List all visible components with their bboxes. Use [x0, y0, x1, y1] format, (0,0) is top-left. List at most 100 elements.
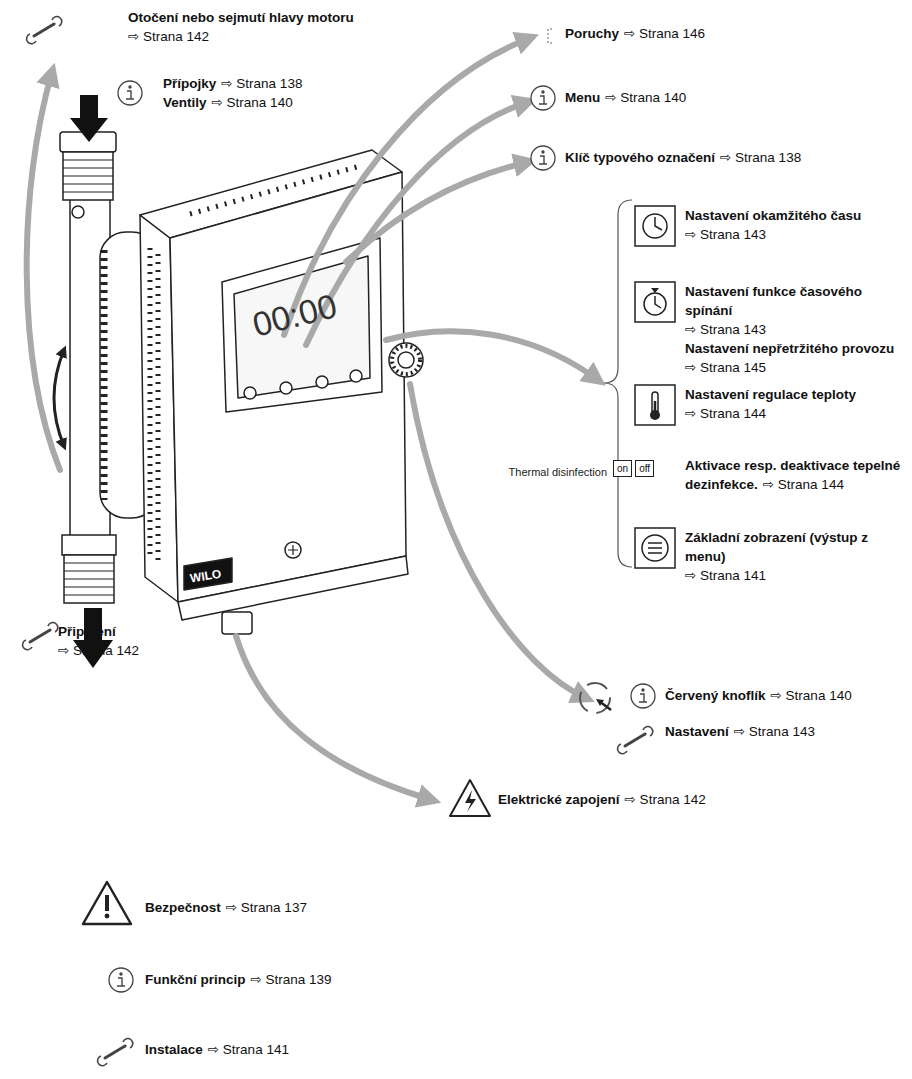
info-icon: [531, 86, 555, 110]
callout-text: WILO: [189, 567, 222, 586]
callout-line: Instalace⇨ Strana 141: [145, 1040, 906, 1059]
info-icon: [531, 146, 555, 170]
drawing-part: [465, 790, 476, 812]
drawing-part: [285, 542, 301, 558]
drawing-part: [150, 248, 158, 566]
callout-line: ⇨ Strana 143: [685, 320, 906, 339]
callout-line: Thermal disinfection: [509, 462, 607, 482]
drawing-part: [98, 1039, 133, 1066]
drawing-part: [63, 160, 113, 192]
bolt-icon: [450, 780, 490, 816]
drawing-part: [64, 563, 114, 595]
drawing-part: [190, 166, 360, 214]
drawing-part: [27, 72, 60, 470]
callout: Thermal disinfection: [509, 462, 607, 482]
drawing-part: [531, 146, 555, 170]
drawing-part: [101, 250, 108, 500]
drawing-part: [604, 200, 632, 567]
drawing-part: [105, 1046, 125, 1058]
callout-line: Ventily⇨ Strana 140: [163, 93, 906, 112]
drawing-part: [541, 150, 544, 153]
info-icon: [631, 684, 655, 708]
drawing-part: [654, 401, 657, 413]
wrench-icon: [23, 623, 58, 650]
callout-line: ⇨ Strana 141: [685, 566, 906, 585]
drawing-part: [280, 382, 292, 394]
drawing-part: [618, 727, 653, 754]
callout: Klíč typového označení⇨ Strana 138: [565, 148, 906, 167]
callout-text: Základní zobrazení (výstup z menu): [685, 530, 868, 564]
callout: Elektrické zapojení⇨ Strana 142: [498, 790, 906, 809]
callout: Nastavení regulace teploty⇨ Strana 144: [685, 385, 906, 423]
callout-text: Instalace: [145, 1042, 203, 1057]
drawing-part: [118, 81, 142, 105]
drawing-part: [450, 780, 490, 816]
drawing-part: [635, 385, 675, 425]
callout-line: Připojení: [58, 622, 906, 641]
callout-line: Nastavení regulace teploty: [685, 385, 906, 404]
drawing-part: [244, 387, 256, 399]
drawing-part: [643, 214, 667, 238]
page-ref: ⇨ Strana 142: [58, 643, 139, 658]
callout-text: Nastavení regulace teploty: [685, 387, 856, 402]
callout-line: Bezpečnost⇨ Strana 137: [145, 898, 906, 917]
page-ref: ⇨ Strana 143: [734, 724, 815, 739]
page-ref: ⇨ Strana 141: [685, 568, 766, 583]
callout-line: Nastavení ⇨ Strana 143: [665, 722, 906, 741]
callout-line: Otočení nebo sejmutí hlavy motoru: [128, 8, 906, 27]
drawing-part: [541, 90, 544, 93]
drawing-part: [389, 343, 423, 377]
callout: Otočení nebo sejmutí hlavy motoru⇨ Stran…: [128, 8, 906, 46]
callout-line: Červený knoflík ⇨ Strana 140: [665, 686, 906, 705]
page-ref: ⇨ Strana 146: [624, 26, 705, 41]
drawing-part: [288, 545, 298, 555]
drawing-part: [392, 346, 420, 374]
drawing-part: [178, 556, 408, 620]
wrench-icon: [618, 727, 653, 754]
toggle-label: off: [639, 463, 650, 474]
page-ref: ⇨ Strana 145: [685, 360, 766, 375]
drawing-part: [539, 96, 547, 104]
callout-text: Červený knoflík: [665, 688, 766, 703]
callout: Připojení ⇨ Strana 142: [58, 622, 906, 660]
page-ref: ⇨ Strana 140: [771, 688, 852, 703]
callout-line: Poruchy⇨ Strana 146: [565, 24, 906, 43]
callout-text: Bezpečnost: [145, 900, 221, 915]
drawing-part: [234, 256, 370, 398]
wrench-icon: [27, 17, 62, 44]
drawing-part: [648, 543, 662, 553]
callout: Aktivace resp. deaktivace tepelné dezinf…: [685, 456, 906, 494]
drawing-part: [222, 612, 252, 634]
drawing-part: [27, 38, 598, 800]
callout-text: Nastavení okamžitého času: [685, 208, 861, 223]
callout-text: Přípojky: [163, 76, 216, 91]
callout: Poruchy⇨ Strana 146: [565, 24, 906, 43]
drawing-part: [105, 895, 109, 911]
drawing-part: [62, 535, 116, 555]
wrench-icon: [98, 1039, 133, 1066]
drawing-part: [655, 296, 661, 308]
callout-line: Menu⇨ Strana 140: [565, 88, 906, 107]
drawing-part: [27, 17, 62, 44]
callout-text: Nastavení nepřetržitého provozu: [685, 341, 894, 356]
drawing-part: [117, 978, 125, 986]
drawing-part: [306, 102, 528, 345]
callout: Bezpečnost⇨ Strana 137: [145, 898, 906, 917]
callout-line: Přípojky⇨ Strana 138: [163, 74, 906, 93]
drawing-part: [651, 288, 659, 293]
drawing-part: [34, 24, 54, 36]
callout: Nastavení funkce časového spínání⇨ Stran…: [685, 282, 906, 377]
drawing-part: [236, 636, 432, 800]
drawing-part: [596, 699, 604, 706]
page-ref: ⇨ Strana 144: [763, 477, 844, 492]
page-ref: ⇨ Strana 140: [212, 95, 293, 110]
warn-icon: [83, 882, 131, 924]
page-ref: ⇨ Strana 142: [625, 792, 706, 807]
drawing-part: [30, 630, 50, 642]
drawing-part: [539, 156, 547, 164]
callout-text: Nastavení: [665, 724, 729, 739]
drawing-part: [128, 85, 131, 88]
drawing-part: [548, 29, 552, 43]
callout-text: Klíč typového označení: [565, 150, 715, 165]
